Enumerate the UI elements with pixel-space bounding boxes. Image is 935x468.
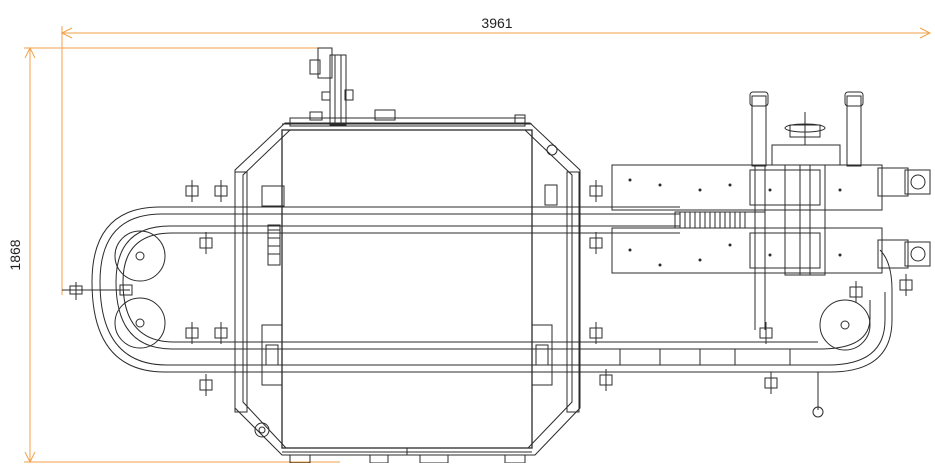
height-dimension-label: 1868 [7, 239, 23, 270]
main-frame-octagon [234, 122, 581, 456]
width-dimension-label: 3961 [481, 15, 512, 31]
motor-upper [877, 167, 931, 197]
left-mechanism [254, 185, 285, 438]
plate-holes [628, 178, 842, 267]
left-roller-top [114, 230, 166, 282]
right-roller [819, 299, 871, 351]
main-panel [281, 129, 533, 449]
right-mechanism [531, 144, 558, 386]
left-roller-bottom [114, 297, 166, 349]
upper-side-plate [611, 164, 883, 211]
top-cylinder-column [309, 47, 354, 126]
lower-side-plate [611, 227, 883, 274]
machine-drawing [62, 47, 931, 464]
left-clamp [62, 282, 133, 300]
motor-lower [877, 239, 931, 269]
right-top-pillars [749, 91, 864, 330]
conveyor-loop [91, 206, 893, 373]
dimension-lines [24, 26, 932, 464]
clamp-fittings [185, 180, 913, 396]
right-post [566, 171, 580, 413]
bottom-handle [812, 372, 824, 418]
left-post [234, 171, 248, 413]
center-carriage [771, 112, 841, 276]
guide-comb [674, 211, 766, 229]
